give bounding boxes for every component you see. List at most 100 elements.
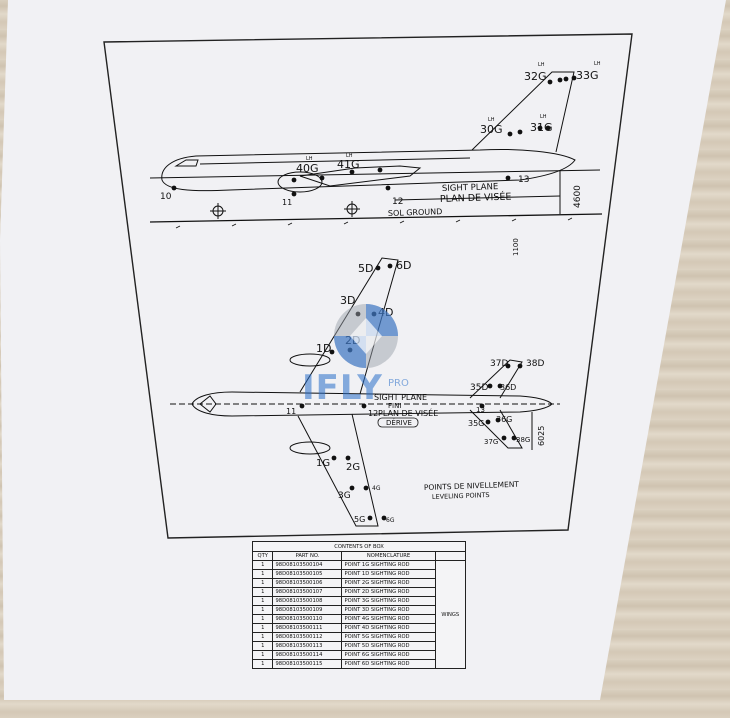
- nomenclature-cell: POINT 2D SIGHTING ROD: [341, 587, 436, 597]
- point-label-1D: 1D: [316, 342, 331, 355]
- ground-label: SOL GROUND: [388, 207, 443, 218]
- drawing-border: [103, 33, 633, 539]
- nomenclature-cell: POINT 1G SIGHTING ROD: [341, 560, 436, 570]
- plan-de-visee-top-label: PLAN DE VISÉE: [378, 407, 438, 418]
- sight-plane-top-label: SIGHT PLANE: [374, 393, 427, 402]
- point-label-38D: 38D: [526, 359, 544, 369]
- side-view-points: [171, 75, 577, 197]
- nomenclature-cell: POINT 5D SIGHTING ROD: [341, 641, 436, 651]
- plan-de-visee-label: PLAN DE VISÉE: [440, 191, 512, 205]
- side-cockpit: [174, 159, 199, 167]
- side-fuselage: [161, 149, 576, 192]
- point-label-37D: 37D: [490, 359, 508, 369]
- point-label-12: 12: [368, 409, 378, 418]
- ifly-logo-icon: [334, 304, 398, 368]
- side-window-line: [199, 157, 471, 165]
- caption-fr: POINTS DE NIVELLEMENT: [424, 480, 520, 492]
- derive-label: DÉRIVE: [386, 418, 412, 427]
- part-no-cell: 98D08103500104: [272, 560, 343, 570]
- col-group: [434, 551, 467, 561]
- side-view-labels: 10 11 12 13 40G 41G 30G 31G 32G 33G LH L…: [160, 61, 601, 256]
- part-no-cell: 98D08103500112: [272, 632, 343, 642]
- watermark-text: IFLY: [302, 368, 383, 408]
- lh-marker: LH: [540, 114, 547, 120]
- part-no-cell: 98D08103500108: [272, 596, 343, 606]
- nomenclature-cell: POINT 2G SIGHTING ROD: [341, 578, 436, 588]
- part-no-cell: 98D08103500110: [272, 614, 343, 624]
- part-no-cell: 98D08103500105: [272, 569, 343, 579]
- point-label-2G: 2G: [346, 462, 360, 473]
- nomenclature-cell: POINT 6D SIGHTING ROD: [341, 659, 436, 669]
- point-label-4G: 4G: [372, 485, 381, 492]
- qty-cell: 1: [251, 596, 274, 606]
- caption-en: LEVELING POINTS: [432, 491, 490, 501]
- side-vertical-tail: [471, 71, 575, 153]
- point-label-1G: 1G: [316, 458, 330, 469]
- point-label-38G: 38G: [516, 436, 530, 444]
- part-no-cell: 98D08103500114: [272, 650, 343, 660]
- point-label-13: 13: [518, 175, 529, 185]
- qty-cell: 1: [251, 605, 274, 615]
- qty-cell: 1: [251, 560, 274, 570]
- nomenclature-cell: POINT 4G SIGHTING ROD: [341, 614, 436, 624]
- point-label-36D: 36D: [500, 383, 516, 392]
- part-no-cell: 98D08103500111: [272, 623, 343, 633]
- nomenclature-cell: POINT 6G SIGHTING ROD: [341, 650, 436, 660]
- part-no-cell: 98D08103500107: [272, 587, 343, 597]
- point-label-35G: 35G: [468, 419, 484, 428]
- point-label-3D: 3D: [340, 294, 355, 307]
- part-no-cell: 98D08103500109: [272, 605, 343, 615]
- part-no-cell: 98D08103500115: [272, 659, 343, 669]
- qty-cell: 1: [251, 641, 274, 651]
- part-no-cell: 98D08103500106: [272, 578, 343, 588]
- lh-marker: LH: [538, 62, 545, 68]
- qty-cell: 1: [251, 569, 274, 579]
- side-ground-line: [149, 213, 603, 223]
- point-label-36G: 36G: [496, 415, 512, 424]
- point-label-32G: 32G: [524, 70, 547, 83]
- top-view-labels: 5D 6D 3D 4D 1D 2D 11 12 1G 2G 3G 4G 5G 6…: [286, 259, 546, 524]
- side-sight-plane-line: [149, 169, 601, 179]
- point-label-35D: 35D: [470, 383, 488, 393]
- point-label-31G: 31G: [530, 121, 553, 134]
- part-no-cell: 98D08103500113: [272, 641, 343, 651]
- dim-low-label: 1100: [512, 238, 520, 256]
- sight-plane-label: SIGHT PLANE: [442, 182, 499, 194]
- point-label-11: 11: [286, 407, 296, 416]
- lh-marker: LH: [306, 156, 313, 162]
- nomenclature-cell: POINT 3G SIGHTING ROD: [341, 596, 436, 606]
- point-label-33G: 33G: [576, 69, 599, 82]
- sight-plane-fini-label: FINI: [388, 402, 401, 410]
- side-view: [149, 71, 603, 229]
- side-engine: [277, 171, 323, 193]
- lh-marker: LH: [346, 153, 353, 159]
- col-qty: QTY: [251, 551, 274, 561]
- point-label-10: 10: [160, 192, 172, 202]
- dim-height-label: 4600: [573, 185, 583, 208]
- top-htail-upper: [469, 359, 523, 399]
- group-cell: WINGS: [434, 560, 467, 669]
- nomenclature-cell: POINT 1D SIGHTING ROD: [341, 569, 436, 579]
- top-engine-upper: [289, 353, 331, 367]
- nomenclature-cell: POINT 5G SIGHTING ROD: [341, 632, 436, 642]
- nomenclature-cell: POINT 4D SIGHTING ROD: [341, 623, 436, 633]
- nomenclature-cell: POINT 3D SIGHTING ROD: [341, 605, 436, 615]
- point-label-13: 13: [476, 406, 485, 414]
- qty-cell: 1: [251, 614, 274, 624]
- contents-title: CONTENTS OF BOX: [252, 541, 466, 552]
- qty-cell: 1: [251, 659, 274, 669]
- lh-marker: LH: [594, 61, 601, 67]
- top-engine-lower: [289, 441, 331, 455]
- col-nomenclature: NOMENCLATURE: [341, 551, 436, 561]
- qty-cell: 1: [251, 650, 274, 660]
- watermark-suffix: PRO: [388, 378, 409, 389]
- point-label-6D: 6D: [396, 259, 411, 272]
- point-label-5G: 5G: [354, 515, 365, 524]
